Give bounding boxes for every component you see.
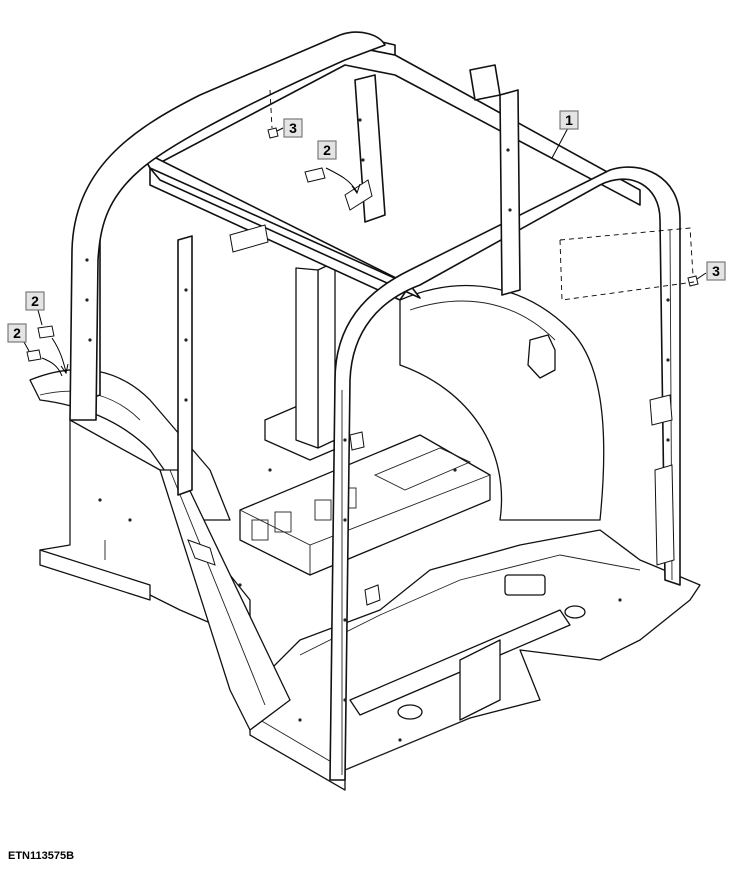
decal-part-left-lower [26, 349, 42, 362]
leader-lines [23, 89, 707, 377]
callout-2-left-upper: 2 [25, 291, 45, 311]
callout-3-top: 3 [283, 118, 303, 138]
callout-2-left-lower: 2 [7, 323, 27, 343]
decal-part-top [304, 167, 326, 183]
callout-2-left-upper-label: 2 [31, 293, 39, 309]
cab-frame-drawing [29, 31, 701, 791]
callout-3-right-label: 3 [712, 263, 720, 279]
figure-id-label: ETN113575B [8, 850, 75, 862]
callout-2-top-label: 2 [323, 142, 331, 158]
nut-part-top [267, 127, 279, 139]
callout-1: 1 [559, 110, 579, 130]
nut-part-right [687, 275, 699, 287]
callout-2-left-lower-label: 2 [13, 325, 21, 341]
callout-3-top-label: 3 [289, 120, 297, 136]
callout-3-right: 3 [706, 261, 726, 281]
callout-1-label: 1 [565, 112, 573, 128]
callout-2-top: 2 [317, 140, 337, 160]
decal-part-left-upper [37, 325, 55, 339]
